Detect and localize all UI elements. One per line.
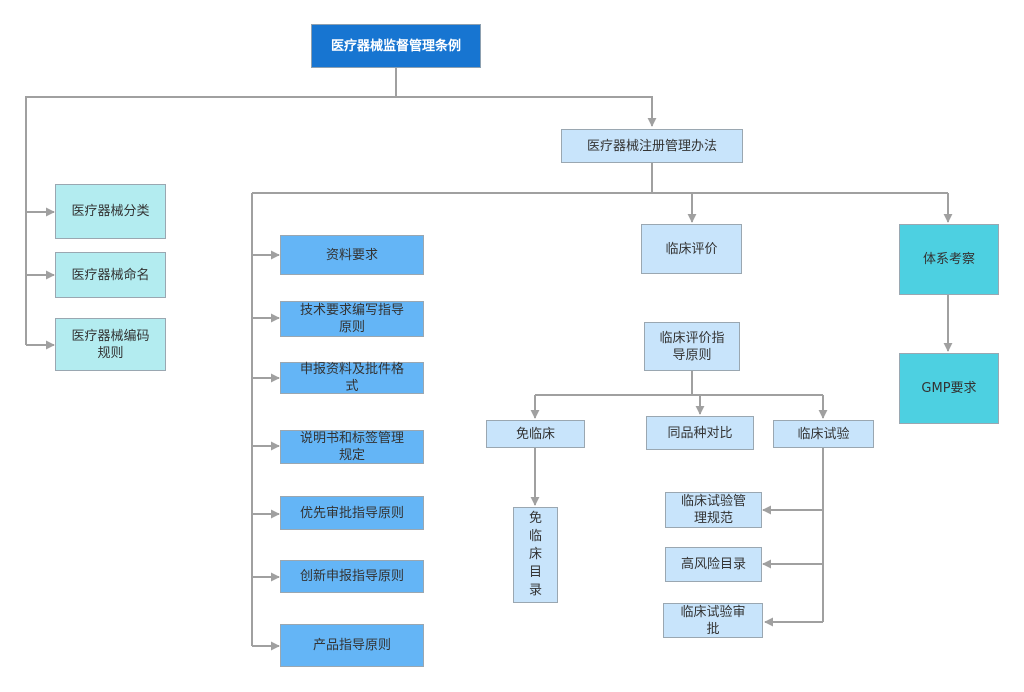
link-root-registration [396,96,657,127]
node-materials-requirements: 资料要求 [280,235,424,275]
link-root-left [25,96,396,345]
node-registration-measures: 医疗器械注册管理办法 [561,129,743,163]
node-clinical-evaluation: 临床评价 [641,224,742,274]
node-submission-format: 申报资料及批件格 式 [280,362,424,394]
node-system-inspection: 体系考察 [899,224,999,295]
node-high-risk-list: 高风险目录 [665,547,762,582]
node-trial-approval: 临床试验审 批 [663,603,763,638]
node-exempt-list: 免 临 床 目 录 [513,507,558,603]
node-trial-management-gcp: 临床试验管 理规范 [665,492,762,528]
node-root-regulation: 医疗器械监督管理条例 [311,24,481,68]
node-coding-rules: 医疗器械编码 规则 [55,318,166,371]
node-clinical-eval-guide: 临床评价指 导原则 [644,322,740,371]
node-same-type-comparison: 同品种对比 [646,416,754,450]
node-exempt-clinical: 免临床 [486,420,585,448]
node-labeling-rules: 说明书和标签管理 规定 [280,430,424,464]
node-tech-requirements-guide: 技术要求编写指导 原则 [280,301,424,337]
node-gmp-requirements: GMP要求 [899,353,999,424]
node-classification: 医疗器械分类 [55,184,166,239]
node-innovation-application: 创新申报指导原则 [280,560,424,593]
node-naming: 医疗器械命名 [55,252,166,298]
node-priority-review: 优先审批指导原则 [280,496,424,530]
node-product-guidance: 产品指导原则 [280,624,424,667]
node-clinical-trial: 临床试验 [773,420,874,448]
